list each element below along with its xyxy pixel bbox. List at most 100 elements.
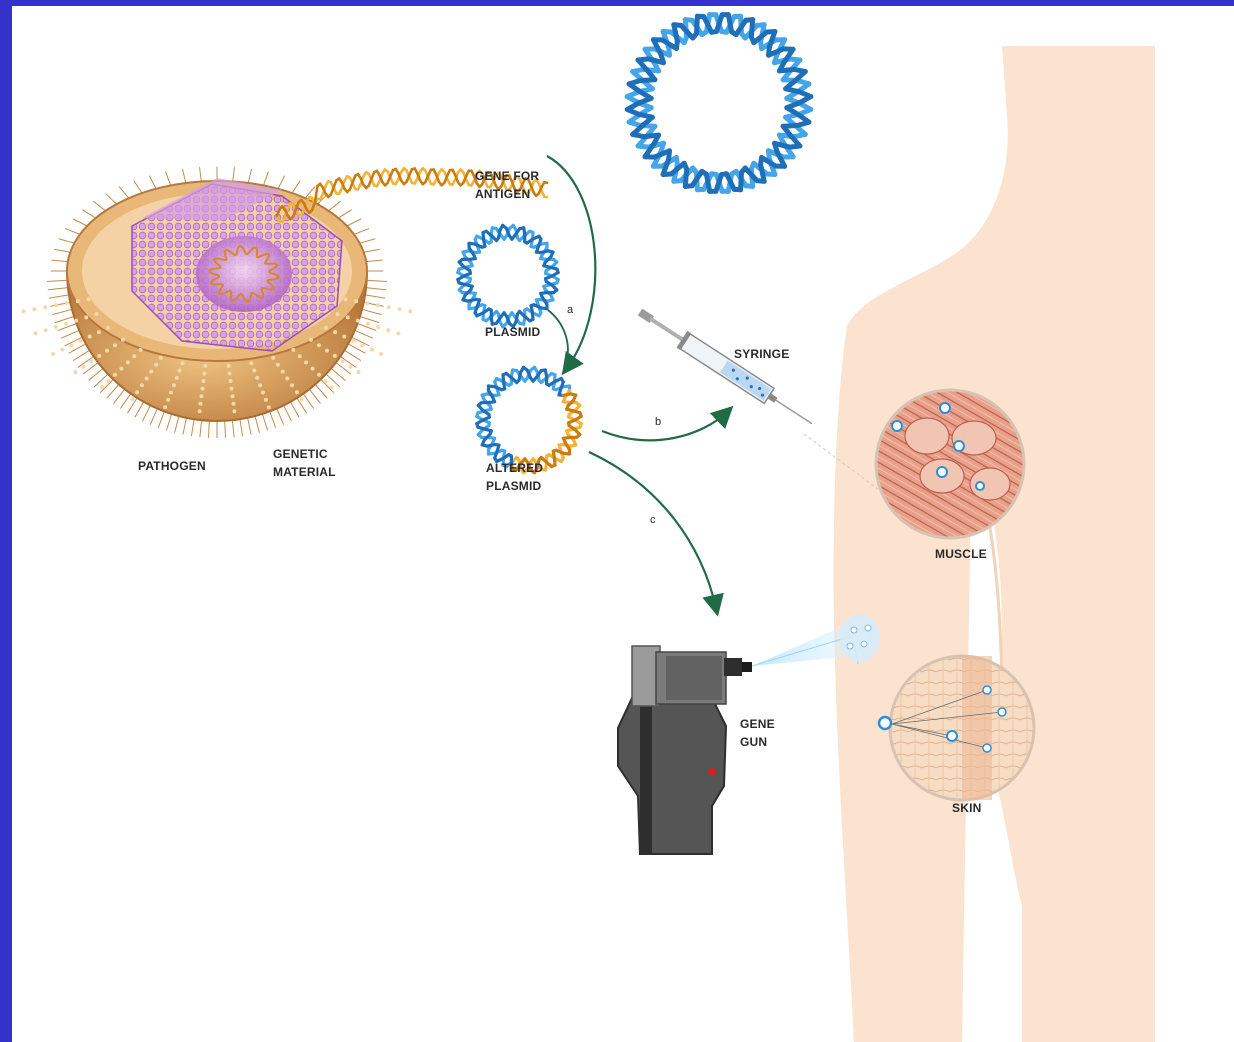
pathogen-spike (360, 316, 379, 322)
shell-texture-dot (255, 376, 259, 380)
shell-texture-dot (317, 373, 321, 377)
shell-texture-dot (357, 370, 361, 374)
pathogen-spike (48, 288, 68, 290)
pathogen-spike (263, 172, 268, 185)
helix-segment (697, 16, 698, 33)
shell-texture-dot (356, 319, 360, 323)
pathogen-spike (347, 219, 361, 226)
shell-texture-dot (175, 376, 179, 380)
shell-texture-dot (43, 305, 47, 309)
shell-texture-dot (172, 383, 176, 387)
shell-texture-dot (135, 390, 139, 394)
shell-texture-dot (44, 328, 48, 332)
pathogen-illustration (22, 167, 413, 438)
pathogen-spike (354, 229, 369, 235)
shell-texture-dot (51, 352, 55, 356)
pathogen-spike (53, 309, 72, 314)
pathogen-spike (83, 210, 96, 218)
helix-segment (552, 273, 558, 277)
shell-texture-dot (73, 370, 77, 374)
pathogen-spike (65, 229, 80, 235)
pathogen-spike (59, 239, 74, 243)
muscle-magnifier (876, 390, 1024, 538)
pathogen-spike (330, 368, 345, 381)
pathogen-spike (74, 350, 91, 361)
shell-texture-dot (232, 409, 236, 413)
shell-texture-dot (89, 359, 93, 363)
helix-segment (544, 197, 547, 198)
altered-plasmid-ring (477, 367, 581, 472)
shell-texture-dot (202, 372, 206, 376)
label-gene-gun: GENEGUN (740, 715, 775, 751)
shell-texture-dot (95, 312, 99, 316)
shell-texture-dot (88, 335, 92, 339)
shell-texture-dot (309, 338, 313, 342)
shell-texture-dot (69, 343, 73, 347)
shell-texture-dot (336, 312, 340, 316)
large-plasmid-ring (627, 15, 811, 192)
pathogen-spike (95, 373, 110, 387)
pathogen-spike (73, 219, 87, 226)
shell-texture-dot (361, 343, 365, 347)
shell-texture-dot (79, 339, 83, 343)
pathogen-spike (119, 187, 128, 198)
shell-texture-dot (130, 397, 134, 401)
shell-texture-dot (300, 397, 304, 401)
shell-texture-dot (276, 363, 280, 367)
pathogen-spike (55, 249, 71, 252)
shell-texture-dot (324, 326, 328, 330)
label-altered-plasmid: ALTEREDPLASMID (486, 459, 543, 495)
shell-texture-dot (333, 354, 337, 358)
pathogen-spike (366, 260, 382, 262)
helix-segment (706, 174, 709, 191)
pathogen-spike (106, 194, 117, 204)
shell-texture-dot (261, 391, 265, 395)
pathogen-spike (360, 239, 375, 243)
pathogen-spike (338, 210, 351, 218)
shell-texture-dot (304, 360, 308, 364)
shell-texture-dot (199, 402, 203, 406)
shell-texture-dot (84, 315, 88, 319)
shell-texture-dot (126, 360, 130, 364)
shell-texture-dot (370, 348, 374, 352)
label-gene-for-antigen: GENE FORANTIGEN (475, 167, 539, 203)
pathogen-spike (362, 309, 381, 314)
shell-texture-dot (87, 297, 91, 301)
step-label-b: b (655, 416, 661, 428)
pathogen-spike (134, 181, 142, 193)
helix-segment (751, 20, 752, 37)
label-syringe: SYRINGE (734, 345, 789, 363)
pathogen-spike (89, 368, 104, 381)
pathogen-spike (114, 388, 126, 404)
diagram-illustration (12, 6, 1234, 1042)
shell-texture-dot (169, 391, 173, 395)
shell-texture-dot (76, 299, 80, 303)
shell-texture-dot (202, 379, 206, 383)
shell-texture-dot (311, 367, 315, 371)
shell-texture-dot (291, 348, 295, 352)
shell-texture-dot (386, 328, 390, 332)
shell-texture-dot (323, 379, 327, 383)
label-plasmid: PLASMID (485, 323, 540, 341)
shell-texture-dot (408, 309, 412, 313)
shell-texture-dot (252, 369, 256, 373)
shell-texture-dot (396, 331, 400, 335)
pathogen-spike (292, 181, 300, 193)
pathogen-spike (278, 176, 285, 189)
shell-texture-dot (181, 361, 185, 365)
shell-texture-dot (198, 409, 202, 413)
human-body-silhouette (834, 46, 1155, 1042)
shell-texture-dot (333, 330, 337, 334)
shell-texture-dot (228, 372, 232, 376)
shell-texture-dot (140, 383, 144, 387)
pathogen-spike (52, 260, 68, 262)
pathogen-spike (166, 172, 171, 185)
shell-texture-dot (121, 338, 125, 342)
shell-texture-dot (113, 343, 117, 347)
helix-segment (799, 97, 811, 103)
shell-texture-dot (325, 349, 329, 353)
shell-texture-dot (267, 405, 271, 409)
shell-texture-dot (230, 387, 234, 391)
shell-texture-dot (100, 385, 104, 389)
